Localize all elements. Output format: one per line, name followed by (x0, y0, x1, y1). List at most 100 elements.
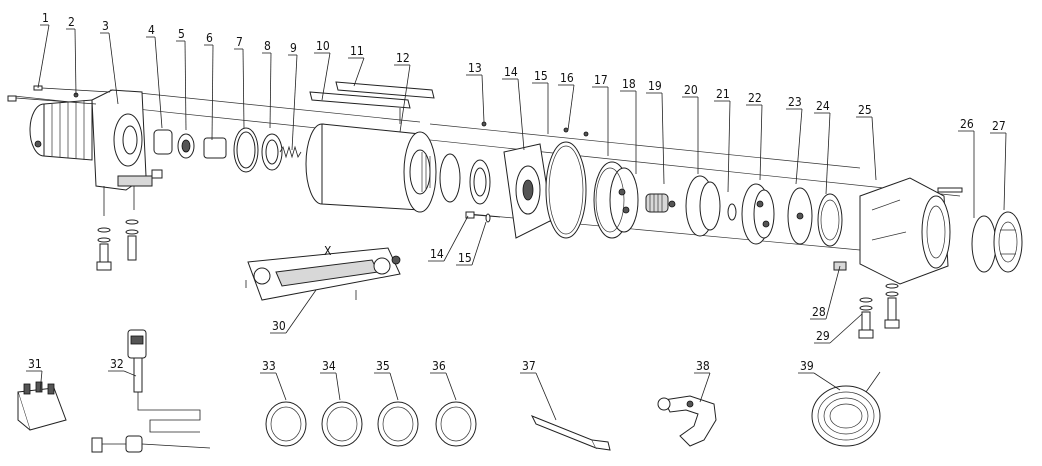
callout-number: 15 (534, 69, 548, 83)
callout-number: 2 (68, 15, 75, 29)
callout-number: 24 (816, 99, 830, 113)
callout-35: 35 (374, 359, 399, 401)
callout-number: 28 (812, 305, 826, 319)
hawse-fairlead: X (245, 244, 401, 301)
callout-number: 33 (262, 359, 276, 373)
shaft-components (153, 127, 302, 173)
callout-38: 38 (694, 359, 711, 403)
callout-18: 18 (620, 77, 637, 174)
callout-number: 38 (696, 359, 710, 373)
callout-number: 12 (396, 51, 410, 65)
callout-24: 24 (814, 99, 831, 195)
callout-27: 27 (990, 119, 1007, 211)
callout-number: 8 (264, 39, 271, 53)
callout-15b: 15 (456, 221, 487, 266)
motor-feet-bolts (96, 219, 139, 271)
callout-number: 14 (504, 65, 518, 79)
gear-housing (833, 177, 963, 285)
callout-1: 1 (37, 11, 50, 89)
callout-number: 6 (206, 31, 213, 45)
callout-31: 31 (26, 357, 43, 393)
plate-bolt (465, 211, 501, 223)
callout-number: 19 (648, 79, 662, 93)
callout-number: 20 (684, 83, 698, 97)
housing-feet-bolts (858, 283, 900, 339)
callout-13: 13 (466, 61, 485, 123)
fairlead-brand: X (324, 244, 332, 258)
callout-9: 9 (288, 41, 298, 151)
callout-number: 31 (28, 357, 42, 371)
end-cap (971, 211, 1023, 273)
callout-33: 33 (260, 359, 287, 401)
callout-6: 6 (204, 31, 214, 141)
callout-26: 26 (958, 117, 975, 218)
callout-12: 12 (394, 51, 411, 133)
callout-number: 17 (594, 73, 608, 87)
callout-number: 14 (430, 247, 444, 261)
ring-gear-carrier (593, 161, 639, 239)
drum-seals (439, 153, 491, 205)
callout-32: 32 (108, 357, 137, 377)
callout-number: 27 (992, 119, 1006, 133)
callout-number: 1 (42, 11, 49, 25)
hand-strap (530, 415, 611, 451)
callout-16: 16 (558, 71, 575, 131)
planet-gear-set (685, 175, 775, 245)
clevis-hook (657, 395, 717, 447)
callout-number: 21 (716, 87, 730, 101)
callout-number: 10 (316, 39, 330, 53)
callout-number: 11 (350, 44, 364, 58)
callout-number: 39 (800, 359, 814, 373)
callout-5: 5 (176, 27, 187, 131)
callout-21: 21 (714, 87, 731, 193)
callout-11: 11 (348, 44, 365, 87)
callout-number: 23 (788, 95, 802, 109)
callout-number: 29 (816, 329, 830, 343)
cable-drum (305, 123, 437, 213)
callout-number: 15 (458, 251, 472, 265)
callout-number: 25 (858, 103, 872, 117)
callout-number: 32 (110, 357, 124, 371)
callout-34: 34 (320, 359, 341, 401)
callout-23: 23 (786, 95, 803, 185)
solenoid (17, 381, 67, 431)
sun-gear (645, 193, 676, 213)
rings-33-36 (265, 401, 477, 447)
callout-14b: 14 (428, 215, 469, 262)
callout-number: 3 (102, 19, 109, 33)
callout-number: 13 (468, 61, 482, 75)
callout-number: 26 (960, 117, 974, 131)
callout-17: 17 (592, 73, 609, 156)
callout-29: 29 (814, 313, 863, 344)
thrust-plates (787, 187, 843, 247)
callout-19: 19 (646, 79, 665, 185)
end-bearing-plate (481, 121, 589, 239)
callout-30: 30 (270, 289, 317, 334)
o-ring (545, 141, 587, 239)
callout-number: 5 (178, 27, 185, 41)
callout-number: 34 (322, 359, 336, 373)
callout-36: 36 (430, 359, 457, 401)
motor (29, 99, 93, 161)
callout-37: 37 (520, 359, 557, 421)
callout-39: 39 (798, 359, 841, 391)
callout-number: 35 (376, 359, 390, 373)
callout-2: 2 (66, 15, 77, 96)
callout-4: 4 (146, 23, 163, 129)
callout-28: 28 (810, 265, 841, 320)
callout-number: 18 (622, 77, 636, 91)
callout-14: 14 (502, 65, 525, 151)
callout-22: 22 (746, 91, 763, 181)
tie-bars (309, 81, 435, 124)
callout-number: 37 (522, 359, 536, 373)
callout-15: 15 (532, 69, 549, 134)
wire-rope-coil (811, 371, 881, 447)
callout-number: 30 (272, 319, 286, 333)
callout-number: 16 (560, 71, 574, 85)
callout-8: 8 (262, 39, 272, 129)
callout-7: 7 (234, 35, 245, 129)
remote-control (91, 329, 211, 453)
motor-end-housing (91, 89, 163, 216)
callout-number: 4 (148, 23, 155, 37)
